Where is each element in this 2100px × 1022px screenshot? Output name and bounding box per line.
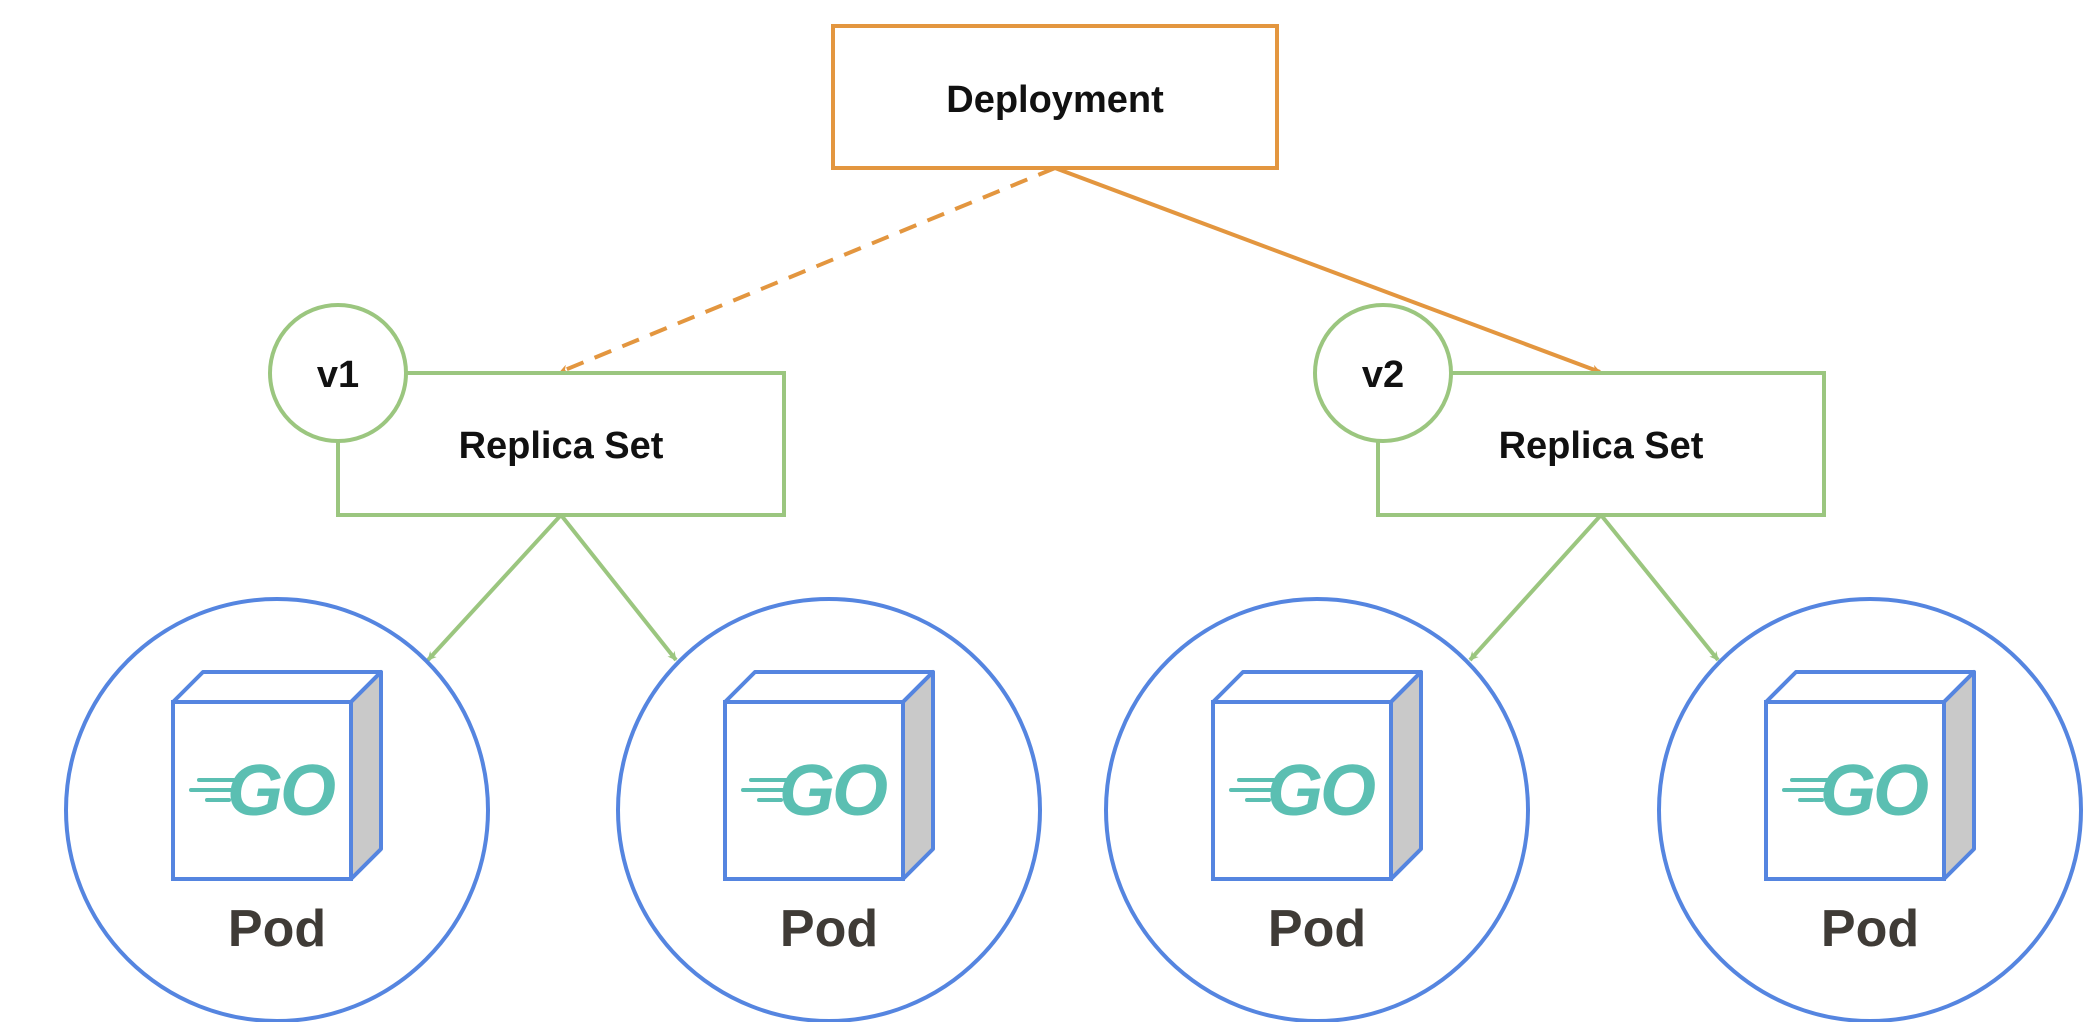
container-cube-icon: GO (1211, 670, 1423, 881)
go-logo: GO (227, 751, 335, 831)
pod-label: Pod (228, 900, 326, 958)
pod-node: GO Pod (64, 597, 490, 1022)
v2-to-pod-3-link (1468, 513, 1603, 662)
pod-label: Pod (1268, 900, 1366, 958)
v1-to-pod-2-link (559, 513, 678, 662)
replica-set-v1: v1 Replica Set (268, 303, 786, 517)
version-badge (268, 303, 408, 443)
deployment-to-v1-link (559, 166, 1056, 374)
pod-node: GO Pod (1104, 597, 1530, 1022)
pod-node: GO Pod (1657, 597, 2083, 1022)
deployment-box (831, 24, 1279, 170)
deployment-to-v2-link (1054, 166, 1601, 374)
deployment-node: Deployment (831, 24, 1279, 170)
version-label: v1 (317, 354, 359, 396)
go-logo: GO (779, 751, 887, 831)
go-logo: GO (1267, 751, 1375, 831)
container-cube-icon: GO (171, 670, 383, 881)
container-cube-icon: GO (1764, 670, 1976, 881)
pod-node: GO Pod (616, 597, 1042, 1022)
replica-set-label: Replica Set (1499, 425, 1704, 467)
version-badge (1313, 303, 1453, 443)
deployment-label: Deployment (946, 79, 1164, 121)
pod-label: Pod (1821, 900, 1919, 958)
replica-set-box (1376, 371, 1826, 517)
v1-to-pod-1-link (426, 513, 563, 662)
container-cube-icon: GO (723, 670, 935, 881)
replica-set-box (336, 371, 786, 517)
pod-label: Pod (780, 900, 878, 958)
version-label: v2 (1362, 354, 1404, 396)
replica-set-label: Replica Set (459, 425, 664, 467)
v2-to-pod-4-link (1599, 513, 1720, 662)
replica-set-v2: v2 Replica Set (1313, 303, 1826, 517)
go-logo: GO (1820, 751, 1928, 831)
